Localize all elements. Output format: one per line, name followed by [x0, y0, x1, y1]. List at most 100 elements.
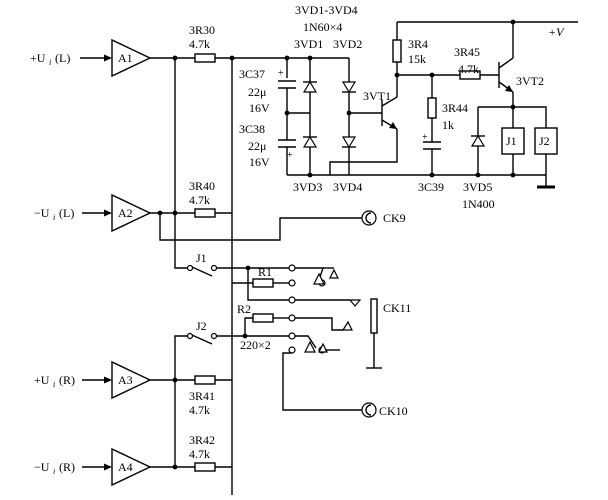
amplifier-a1-label: A1 [118, 51, 133, 65]
resistor-3r41-value: 4.7k [189, 403, 210, 417]
diode-3vd3 [302, 135, 318, 148]
relay-switch-j1 [191, 266, 213, 277]
amplifier-a4-label: A4 [118, 460, 133, 474]
relay-switch-j2-label: J2 [196, 319, 207, 333]
svg-text:+: + [278, 68, 284, 79]
amplifier-a4 [111, 447, 152, 487]
input-arrow-1 [80, 54, 112, 62]
resistor-3r30 [194, 53, 216, 63]
amplifier-a1 [111, 38, 152, 78]
connector-ck11 [370, 298, 378, 334]
connector-ck9 [361, 210, 377, 226]
diode-3vd5 [470, 134, 486, 147]
switch-contact [186, 332, 194, 340]
capacitor-3c37-ref: 3C37 [239, 67, 265, 81]
junction-dot [172, 55, 178, 61]
diode-3vd5-label: 3VD5 [463, 180, 492, 194]
transistor-3vt2-label: 3VT2 [516, 74, 544, 88]
resistor-3r42 [194, 462, 216, 472]
switch-contact [186, 264, 194, 272]
input-arrow-3 [82, 376, 112, 384]
svg-text:(L): (L) [55, 51, 70, 65]
resistor-3r41-ref: 3R41 [189, 389, 215, 403]
diode-3vd4-label: 3VD4 [333, 180, 362, 194]
wire [244, 317, 253, 336]
svg-text:+U: +U [34, 373, 50, 387]
resistor-3r40-ref: 3R40 [189, 179, 215, 193]
svg-text:+U: +U [30, 51, 46, 65]
supply-voltage-label: +V [548, 25, 565, 39]
svg-text:(L): (L) [59, 206, 74, 220]
svg-text:i: i [53, 380, 55, 389]
capacitor-3c38-voltage: 16V [249, 155, 270, 169]
diode-group-title: 3VD1-3VD4 [295, 3, 358, 17]
resistor-3r44-ref: 3R44 [442, 101, 468, 115]
resistor-3r41 [194, 375, 216, 385]
diode-3vd2 [341, 81, 357, 94]
relay-switch-j1-label: J1 [196, 251, 207, 265]
wire [174, 213, 188, 269]
junction-dot [429, 172, 435, 178]
resistor-3r4-ref: 3R4 [408, 37, 428, 51]
diode-3vd1 [302, 80, 318, 93]
svg-text:−U: −U [34, 460, 50, 474]
junction-dot [475, 172, 481, 178]
resistor-r1-r2-value: 220×2 [240, 338, 271, 352]
amplifier-a3-label: A3 [118, 373, 133, 387]
diode-3vd5-type: 1N400 [462, 197, 495, 211]
junction-dot [510, 172, 516, 178]
transistor-3vt1 [381, 96, 398, 130]
connector-ck9-label: CK9 [383, 211, 406, 225]
resistor-r2 [252, 313, 274, 323]
svg-text:(R): (R) [59, 373, 75, 387]
connector-ck10-label: CK10 [379, 404, 408, 418]
diode-3vd3-label: 3VD3 [293, 180, 322, 194]
diode-group-type: 1N60×4 [303, 20, 342, 34]
junction-dot [157, 210, 163, 216]
input-right-label: +U i (R) [34, 373, 75, 389]
wire-to-ck10 [282, 352, 362, 411]
transistor-3vt2 [498, 57, 514, 93]
jack-tips [295, 267, 362, 353]
amplifier-a2 [111, 193, 152, 233]
resistor-3r4 [392, 39, 402, 63]
svg-text:i: i [53, 213, 55, 222]
svg-text:−U: −U [34, 206, 50, 220]
capacitor-3c39-ref: 3C39 [418, 180, 444, 194]
wire [329, 129, 398, 175]
input-arrow-4 [82, 463, 112, 471]
junction-dot [172, 464, 178, 470]
resistor-3r40 [194, 208, 216, 218]
resistor-3r42-ref: 3R42 [189, 433, 215, 447]
wire [247, 268, 289, 301]
diode-3vd2-label: 3VD2 [333, 37, 362, 51]
capacitor-3c37-cap: 22μ [248, 85, 266, 99]
svg-text:i: i [53, 467, 55, 476]
input-left-inverted-label: −U i (L) [34, 206, 74, 222]
resistor-3r4-value: 15k [408, 52, 426, 66]
input-left-label: +U i (L) [30, 51, 70, 67]
amplifier-a3 [111, 360, 152, 400]
diode-3vd1-label: 3VD1 [294, 37, 323, 51]
svg-text:+: + [422, 132, 428, 143]
switch-contact [210, 332, 218, 340]
svg-text:+: + [287, 150, 293, 161]
wire [174, 335, 188, 380]
resistor-3r44-value: 1k [442, 118, 454, 132]
relay-coil-j2-label: J2 [539, 134, 550, 148]
resistor-3r42-value: 4.7k [189, 447, 210, 461]
resistor-r2-label: R2 [237, 302, 251, 316]
capacitor-3c38-cap: 22μ [248, 139, 266, 153]
capacitor-3c38-ref: 3C38 [239, 122, 265, 136]
resistor-3r30-ref: 3R30 [189, 23, 215, 37]
resistor-3r45-value: 4.7k [458, 62, 479, 76]
wire-to-ck9 [159, 213, 362, 241]
resistor-3r40-value: 4.7k [189, 193, 210, 207]
connector-ck11-label: CK11 [383, 301, 411, 315]
svg-text:i: i [49, 58, 51, 67]
svg-text:(R): (R) [59, 460, 75, 474]
diode-3vd4 [341, 136, 357, 149]
wire [478, 106, 547, 128]
